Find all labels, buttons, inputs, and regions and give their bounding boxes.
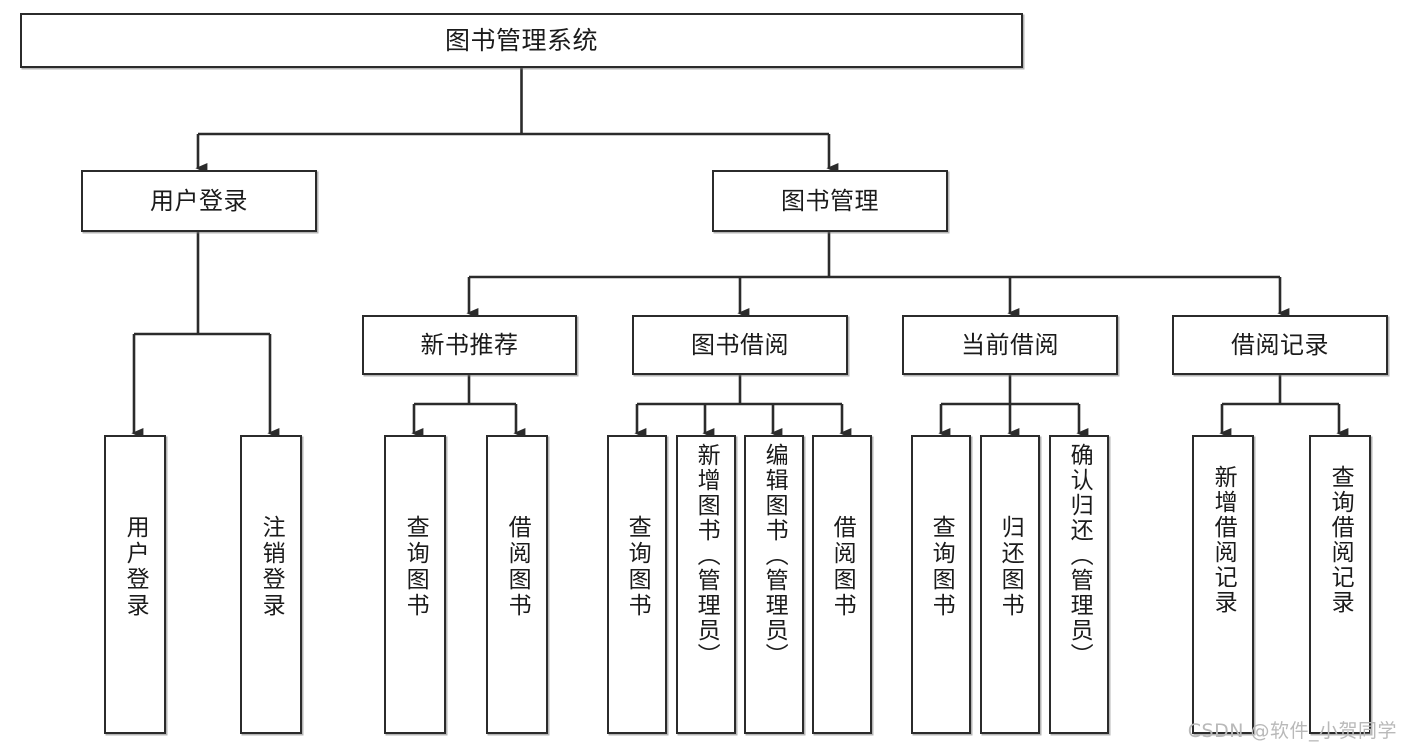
node-leaf-edit-book[interactable]: 编辑图书（管理员）	[744, 435, 804, 734]
node-label: 新书推荐	[420, 330, 519, 359]
node-borrow-record[interactable]: 借阅记录	[1172, 315, 1388, 375]
node-leaf-confirm-return[interactable]: 确认归还（管理员）	[1049, 435, 1109, 734]
node-leaf-add-book[interactable]: 新增图书（管理员）	[676, 435, 736, 734]
node-label: 查询图书	[624, 515, 651, 619]
node-label: 借阅图书	[504, 515, 531, 619]
node-leaf-borrow-book-2[interactable]: 借阅图书	[812, 435, 872, 734]
node-leaf-query-book-1[interactable]: 查询图书	[384, 435, 446, 734]
node-leaf-user-logout[interactable]: 注销登录	[240, 435, 302, 734]
node-label: 查询图书	[928, 515, 955, 619]
node-label: 图书借阅	[691, 330, 789, 359]
node-leaf-query-book-3[interactable]: 查询图书	[911, 435, 971, 734]
node-label: 借阅图书	[829, 515, 856, 619]
node-label: 注销登录	[258, 515, 285, 619]
node-leaf-add-record[interactable]: 新增借阅记录	[1192, 435, 1254, 734]
node-leaf-return-book[interactable]: 归还图书	[980, 435, 1040, 734]
node-label: 图书管理	[781, 186, 879, 215]
node-label: 归还图书	[997, 515, 1024, 619]
node-leaf-user-login[interactable]: 用户登录	[104, 435, 166, 734]
node-new-book-recommend[interactable]: 新书推荐	[362, 315, 577, 375]
node-label: 查询图书	[402, 515, 429, 619]
node-book-borrow[interactable]: 图书借阅	[632, 315, 848, 375]
node-label: 当前借阅	[961, 330, 1059, 359]
node-label: 新增借阅记录	[1210, 465, 1237, 615]
node-label: 确认归还（管理员）	[1066, 443, 1093, 668]
node-leaf-borrow-book-1[interactable]: 借阅图书	[486, 435, 548, 734]
node-label: 图书管理系统	[444, 25, 598, 55]
node-leaf-query-record[interactable]: 查询借阅记录	[1309, 435, 1371, 734]
node-label: 用户登录	[122, 515, 149, 619]
node-label: 借阅记录	[1231, 330, 1329, 359]
csdn-watermark: CSDN @软件_小贺同学	[1187, 720, 1397, 742]
node-label: 查询借阅记录	[1327, 465, 1354, 615]
node-label: 编辑图书（管理员）	[761, 443, 788, 668]
node-label: 用户登录	[150, 186, 248, 215]
node-leaf-query-book-2[interactable]: 查询图书	[607, 435, 667, 734]
node-user-login[interactable]: 用户登录	[81, 170, 317, 232]
node-current-borrow[interactable]: 当前借阅	[902, 315, 1118, 375]
node-root-system[interactable]: 图书管理系统	[20, 13, 1023, 68]
node-label: 新增图书（管理员）	[693, 443, 720, 668]
node-book-manage[interactable]: 图书管理	[712, 170, 948, 232]
